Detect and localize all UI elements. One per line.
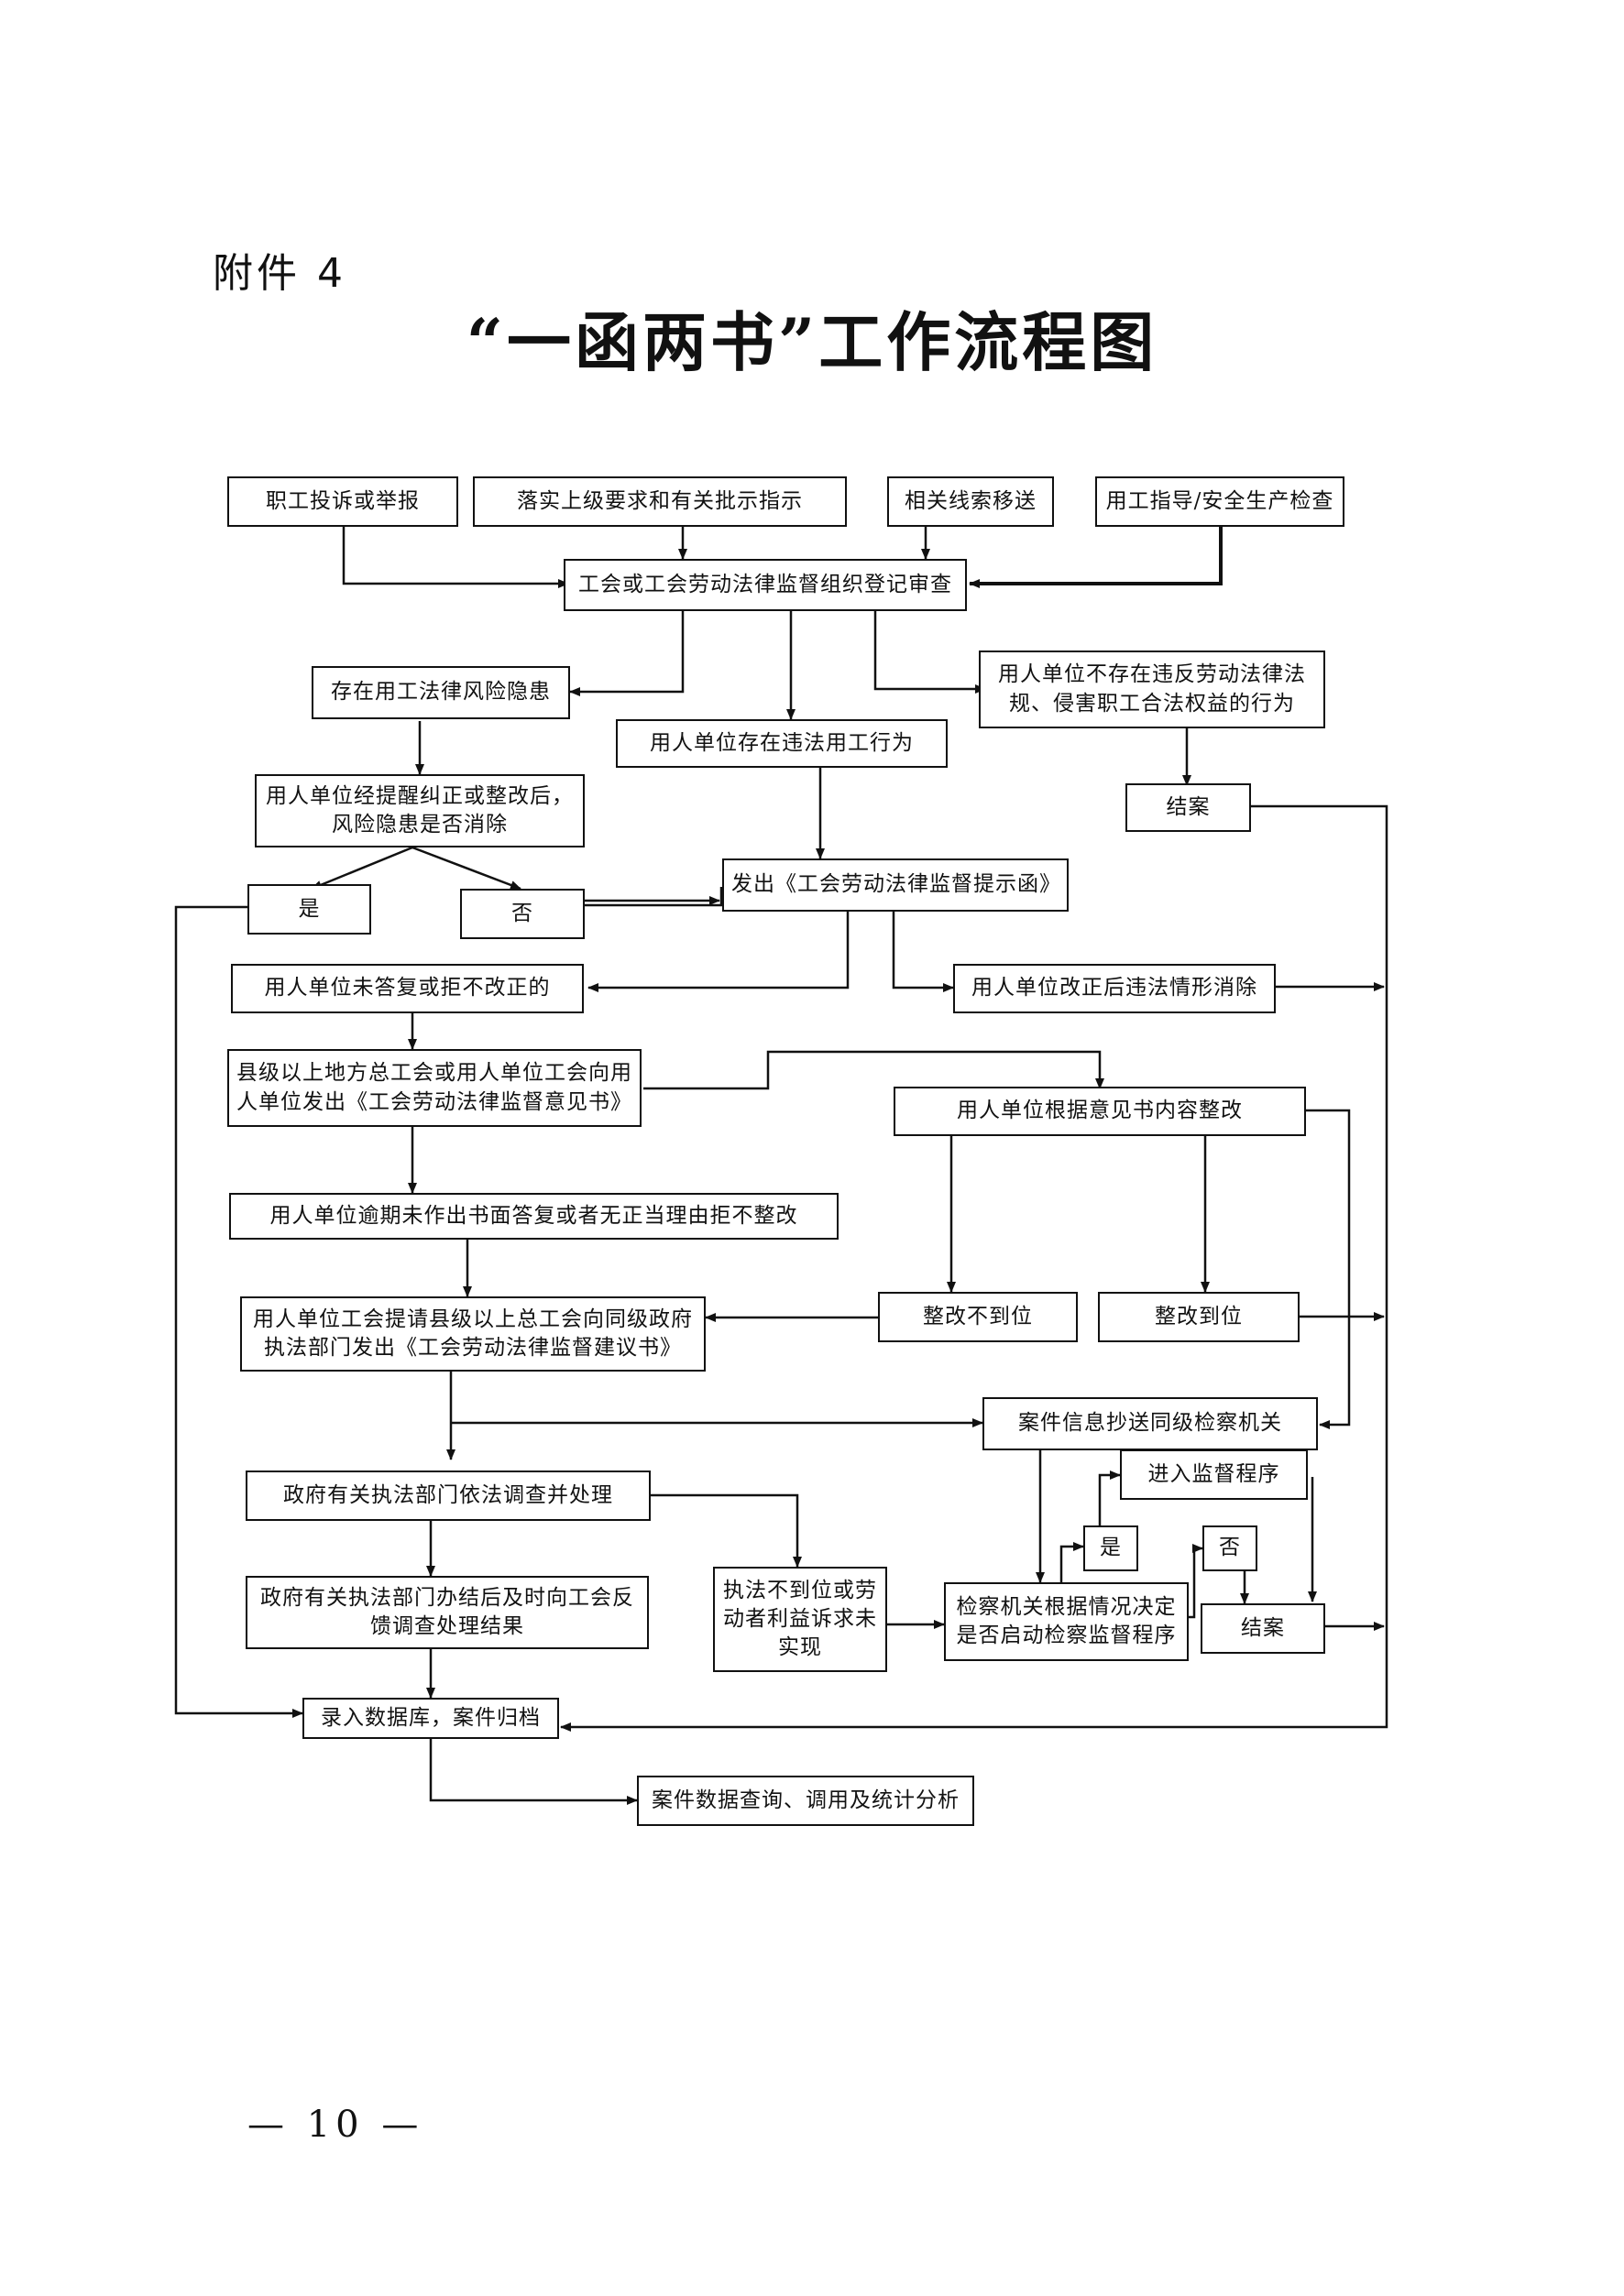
statistics-analysis: 案件数据查询、调用及统计分析 <box>637 1776 974 1826</box>
archive-case: 录入数据库，案件归档 <box>302 1698 559 1739</box>
enter-supervision: 进入监督程序 <box>1120 1449 1308 1500</box>
no-violation: 用人单位不存在违反劳动法律法规、侵害职工合法权益的行为 <box>979 651 1325 728</box>
gov-investigation: 政府有关执法部门依法调查并处理 <box>246 1471 651 1521</box>
copy-to-procuratorate: 案件信息抄送同级检察机关 <box>982 1397 1318 1450</box>
request-suggestion-letter: 用人单位工会提请县级以上总工会向同级政府执法部门发出《工会劳动法律监督建议书》 <box>240 1296 706 1372</box>
violation-exists: 用人单位存在违法用工行为 <box>616 719 948 768</box>
issue-opinion-letter: 县级以上地方总工会或用人单位工会向用人单位发出《工会劳动法律监督意见书》 <box>227 1049 642 1127</box>
risk-eliminated-question: 用人单位经提醒纠正或整改后，风险隐患是否消除 <box>255 774 585 847</box>
no-branch-1: 否 <box>460 889 585 939</box>
close-case-2: 结案 <box>1201 1603 1325 1654</box>
overdue-no-reply: 用人单位逾期未作出书面答复或者无正当理由拒不整改 <box>229 1193 839 1240</box>
rectify-per-opinion: 用人单位根据意见书内容整改 <box>894 1087 1306 1136</box>
issue-reminder-letter: 发出《工会劳动法律监督提示函》 <box>722 858 1069 912</box>
rectify-incomplete: 整改不到位 <box>878 1292 1078 1342</box>
no-branch-2: 否 <box>1202 1525 1257 1571</box>
rectify-complete: 整改到位 <box>1098 1292 1300 1342</box>
risk-exists: 存在用工法律风险隐患 <box>312 666 570 719</box>
close-case-1: 结案 <box>1125 783 1251 832</box>
procuratorate-decision: 检察机关根据情况决定是否启动检察监督程序 <box>944 1582 1189 1661</box>
registration-review: 工会或工会劳动法律监督组织登记审查 <box>564 559 967 611</box>
no-reply-or-refuse: 用人单位未答复或拒不改正的 <box>231 964 584 1013</box>
source-clue-transfer: 相关线索移送 <box>887 476 1054 527</box>
source-complaint: 职工投诉或举报 <box>227 476 458 527</box>
yes-branch-2: 是 <box>1083 1525 1138 1571</box>
source-inspection: 用工指导/安全生产检查 <box>1095 476 1344 527</box>
enforcement-failed: 执法不到位或劳动者利益诉求未实现 <box>713 1567 887 1672</box>
attachment-label: 附件 4 <box>213 250 346 297</box>
gov-feedback: 政府有关执法部门办结后及时向工会反馈调查处理结果 <box>246 1576 649 1649</box>
yes-branch-1: 是 <box>247 884 371 935</box>
page-number: — 10 — <box>247 2104 424 2146</box>
source-superior-requirements: 落实上级要求和有关批示指示 <box>473 476 847 527</box>
corrected-eliminated: 用人单位改正后违法情形消除 <box>953 964 1276 1013</box>
page-title: “一函两书”工作流程图 <box>466 304 1158 380</box>
